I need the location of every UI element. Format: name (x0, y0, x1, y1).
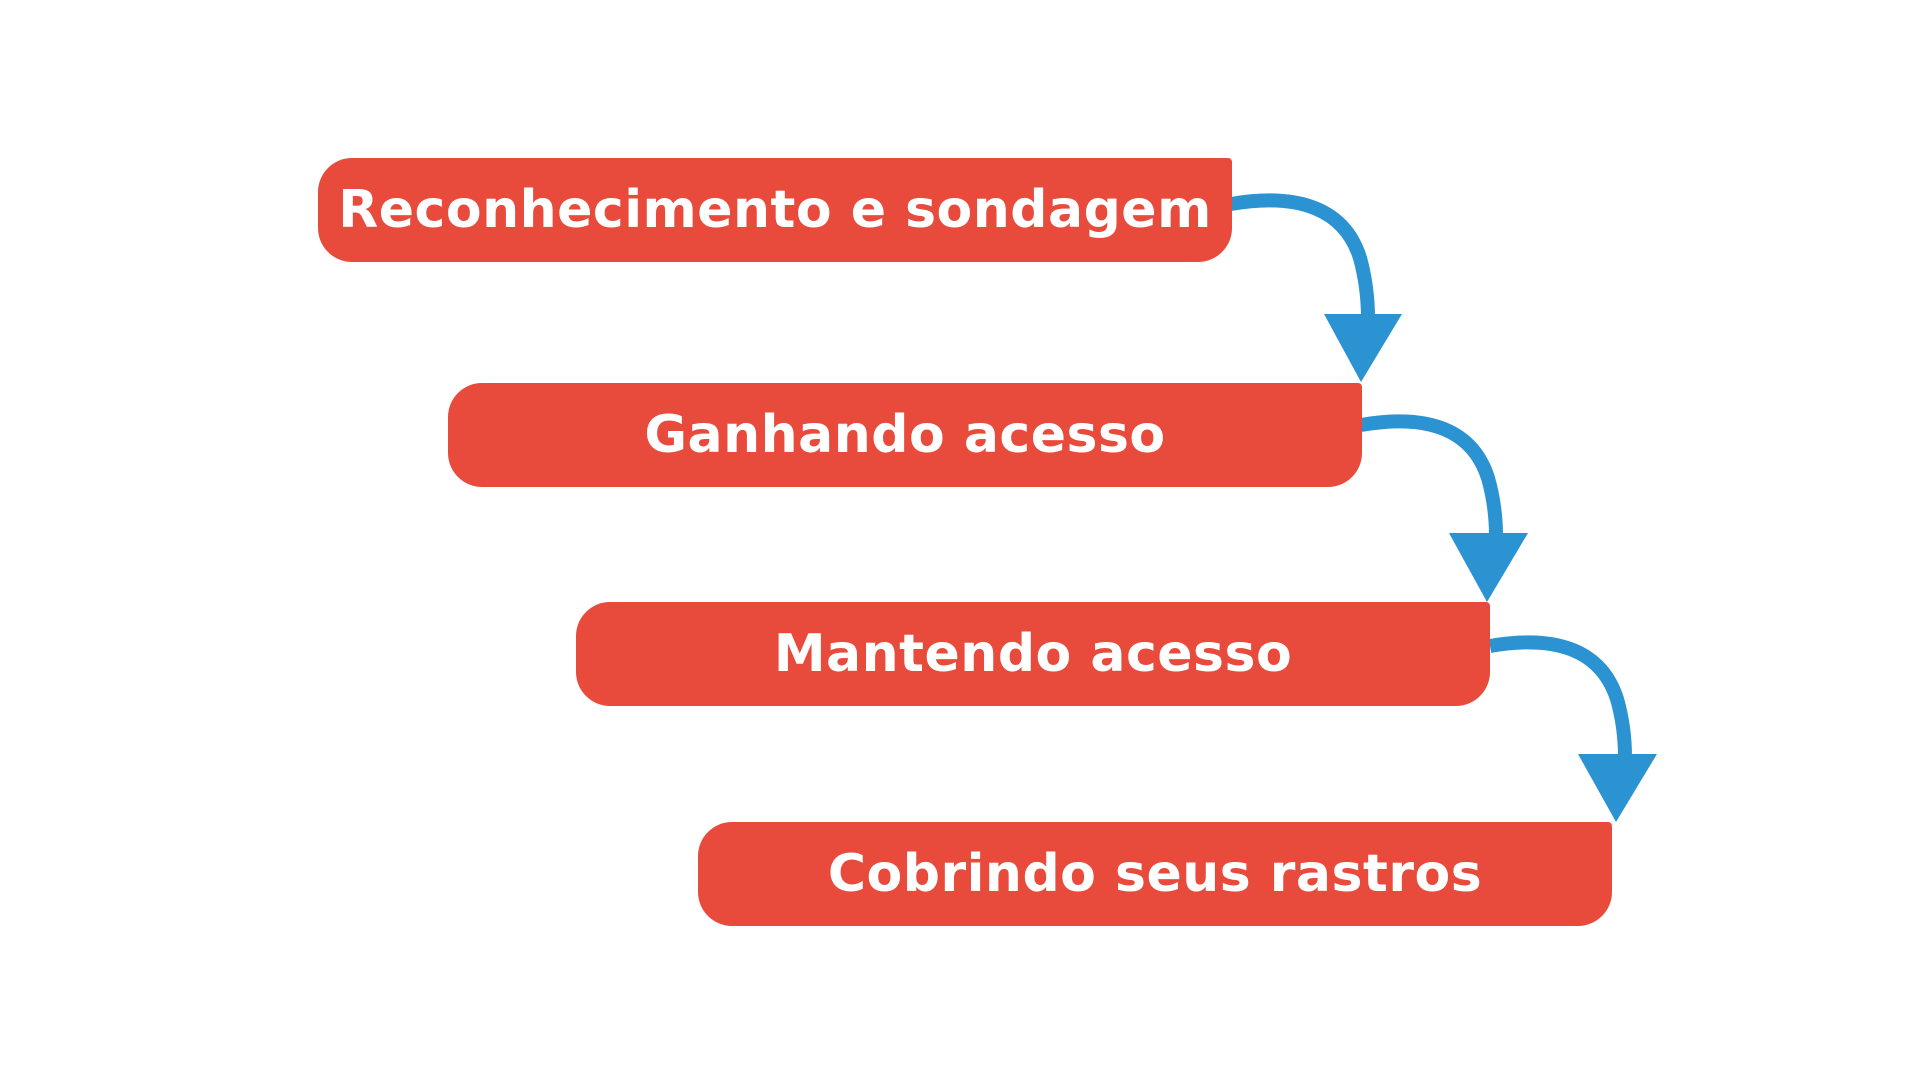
curved-arrow-down-icon (1359, 414, 1528, 602)
step-label: Cobrindo seus rastros (827, 844, 1483, 904)
step-maintaining-access: Mantendo acesso (576, 602, 1490, 706)
step-label: Reconhecimento e sondagem (338, 180, 1212, 240)
curved-arrow-down-icon (1488, 635, 1657, 822)
step-reconnaissance: Reconhecimento e sondagem (318, 158, 1232, 262)
step-gaining-access: Ganhando acesso (448, 383, 1362, 487)
step-covering-tracks: Cobrindo seus rastros (698, 822, 1612, 926)
step-label: Ganhando acesso (644, 405, 1166, 465)
curved-arrow-down-icon (1229, 193, 1402, 382)
step-label: Mantendo acesso (773, 624, 1293, 684)
